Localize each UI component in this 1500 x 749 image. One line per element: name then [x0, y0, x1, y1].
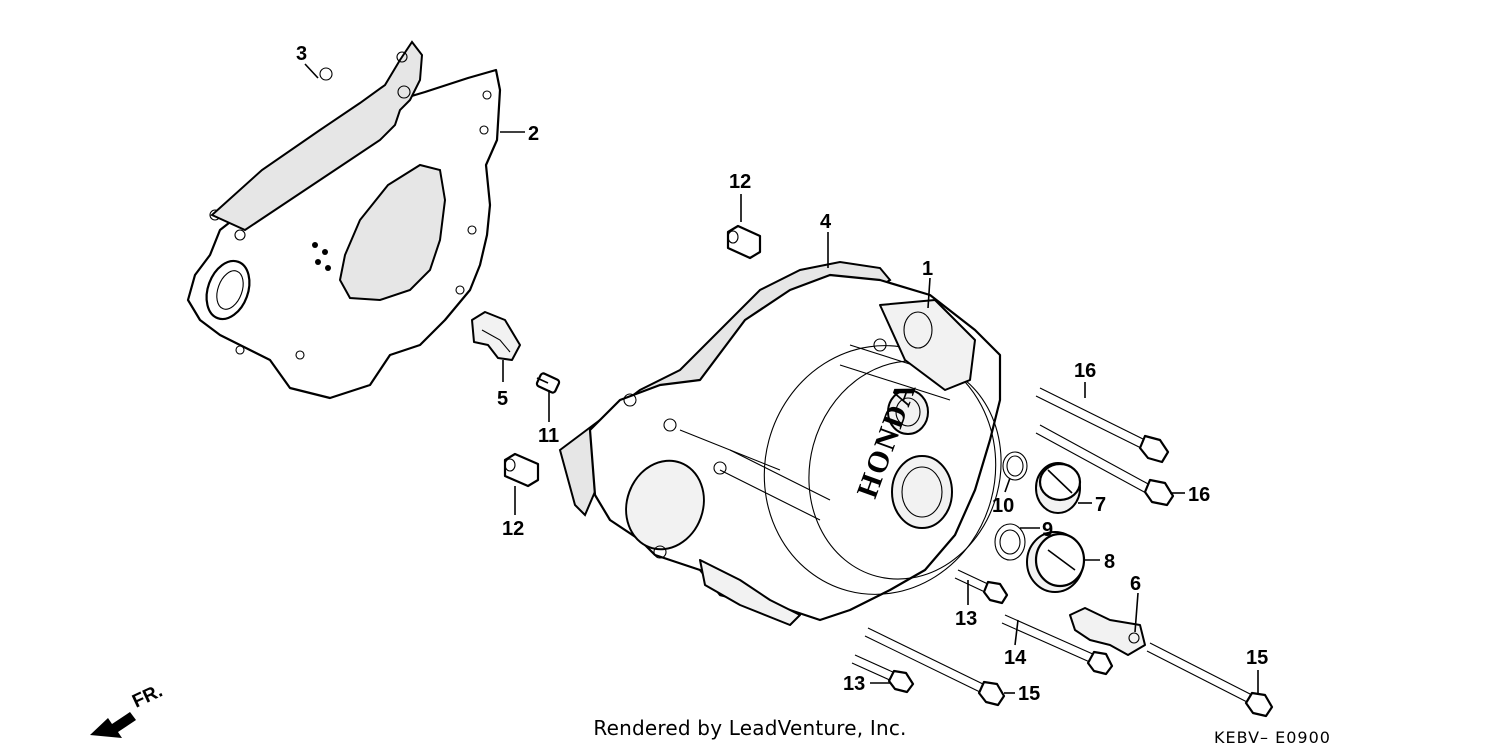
gasket-part-3[interactable] — [210, 40, 424, 232]
clutch-cover-part-1[interactable]: HONDA — [588, 273, 1025, 626]
front-arrow-icon — [90, 712, 136, 738]
render-credit: Rendered by LeadVenture, Inc. — [593, 716, 907, 740]
dowel-pin-part-12-upper[interactable] — [726, 224, 762, 260]
callout-14: 14 — [1004, 647, 1027, 669]
clip-part-5[interactable] — [471, 311, 521, 361]
callout-8: 8 — [1104, 551, 1115, 573]
bolt-part-15-lower[interactable] — [864, 627, 1006, 707]
front-direction-label: FR. — [129, 681, 166, 713]
diagram-code: KEBV– E0900 — [1214, 728, 1331, 747]
callout-13-upper: 13 — [955, 608, 977, 630]
callout-5: 5 — [497, 388, 508, 410]
callout-12-upper: 12 — [729, 171, 751, 193]
plug-part-8[interactable] — [1026, 531, 1086, 593]
callout-16-lower: 16 — [1188, 484, 1210, 506]
callout-6: 6 — [1130, 573, 1141, 595]
plug-part-7[interactable] — [1035, 462, 1082, 514]
bolt-part-13-lower[interactable] — [851, 654, 915, 694]
callout-labels: 1 2 3 4 5 6 7 8 9 10 11 12 12 13 13 14 1… — [296, 43, 1268, 705]
callout-16-upper: 16 — [1074, 360, 1096, 382]
bolt-part-16-upper[interactable] — [1035, 387, 1170, 464]
callout-7: 7 — [1095, 494, 1106, 516]
callout-2: 2 — [528, 123, 539, 145]
callout-9: 9 — [1042, 519, 1053, 541]
bolt-part-14[interactable] — [1001, 614, 1114, 676]
bolt-part-11[interactable] — [535, 372, 561, 394]
callout-13-lower: 13 — [843, 673, 865, 695]
dowel-pin-part-12-lower[interactable] — [503, 452, 540, 488]
callout-10: 10 — [992, 495, 1014, 517]
leader-lines — [304, 63, 1259, 694]
o-ring-part-10[interactable] — [1002, 451, 1028, 481]
bracket-part-6[interactable] — [1069, 607, 1146, 656]
o-ring-part-9[interactable] — [994, 523, 1026, 561]
callout-15-right: 15 — [1246, 647, 1268, 669]
callout-3: 3 — [296, 43, 307, 65]
callout-15-lower: 15 — [1018, 683, 1040, 705]
callout-4: 4 — [820, 211, 832, 233]
bolt-part-16-lower[interactable] — [1035, 424, 1175, 507]
callout-1: 1 — [922, 258, 933, 280]
gasket-plate-part-2[interactable] — [186, 68, 502, 400]
callout-12-lower: 12 — [502, 518, 524, 540]
bolt-part-13-upper[interactable] — [954, 569, 1009, 605]
bolt-part-15-right[interactable] — [1146, 642, 1274, 718]
callout-11: 11 — [538, 425, 559, 447]
